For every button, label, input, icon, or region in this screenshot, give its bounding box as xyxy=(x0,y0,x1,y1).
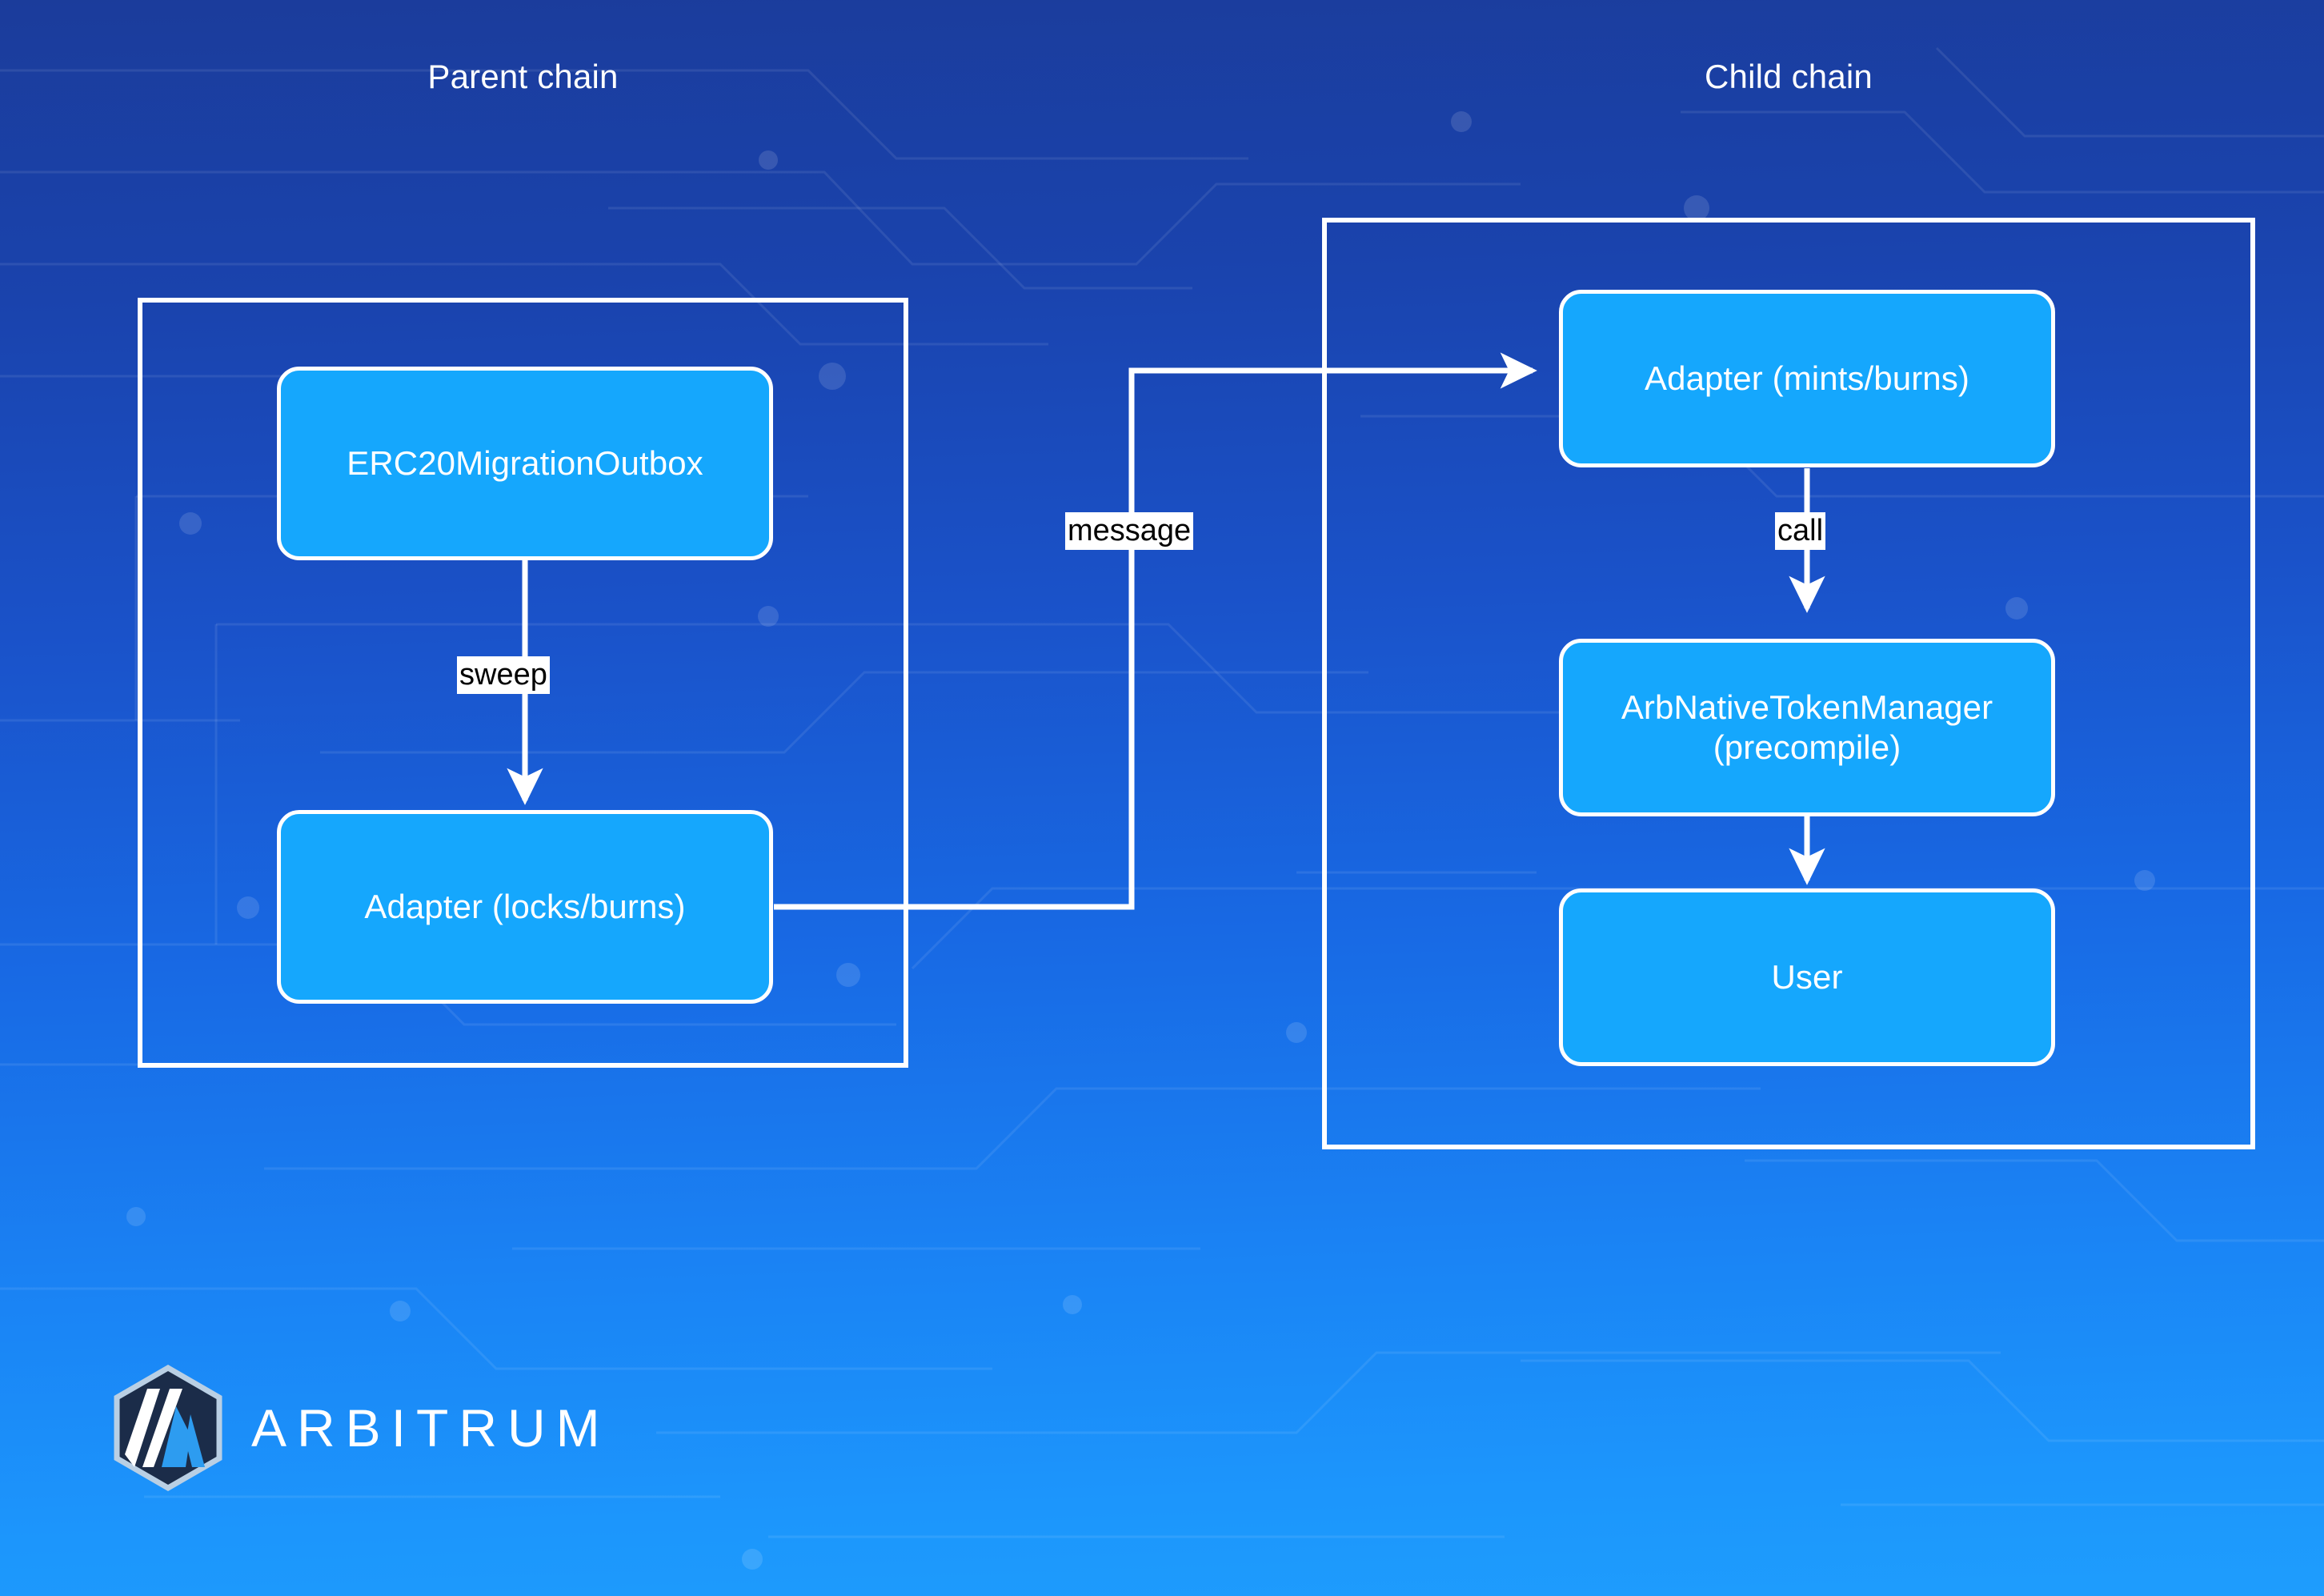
node-user[interactable]: User xyxy=(1559,888,2055,1066)
node-label-secondary: (precompile) xyxy=(1713,728,1901,766)
arbitrum-wordmark: ARBITRUM xyxy=(251,1398,611,1458)
arbitrum-hexagon-logo-icon xyxy=(114,1365,222,1491)
node-label: Adapter (locks/burns) xyxy=(364,888,686,926)
child-chain-label: Child chain xyxy=(1705,58,1873,95)
node-label-line-1: ArbNativeTokenManager (precompile) xyxy=(1563,688,2051,767)
node-label-primary: ArbNativeTokenManager xyxy=(1621,688,1993,727)
edge-label-sweep: sweep xyxy=(457,656,550,694)
edge-label-message: message xyxy=(1065,512,1194,550)
node-label: Adapter (mints/burns) xyxy=(1645,359,1969,398)
node-label: User xyxy=(1771,958,1843,996)
node-label: ERC20MigrationOutbox xyxy=(347,444,703,483)
parent-chain-label: Parent chain xyxy=(427,58,619,95)
arbitrum-brand-lockup: ARBITRUM xyxy=(112,1365,611,1491)
edge-label-call: call xyxy=(1775,512,1826,550)
node-arb-native-token-manager[interactable]: ArbNativeTokenManager (precompile) xyxy=(1559,639,2055,816)
node-erc20-migration-outbox[interactable]: ERC20MigrationOutbox xyxy=(277,367,773,560)
node-adapter-locks-burns[interactable]: Adapter (locks/burns) xyxy=(277,810,773,1004)
node-adapter-mints-burns[interactable]: Adapter (mints/burns) xyxy=(1559,290,2055,467)
